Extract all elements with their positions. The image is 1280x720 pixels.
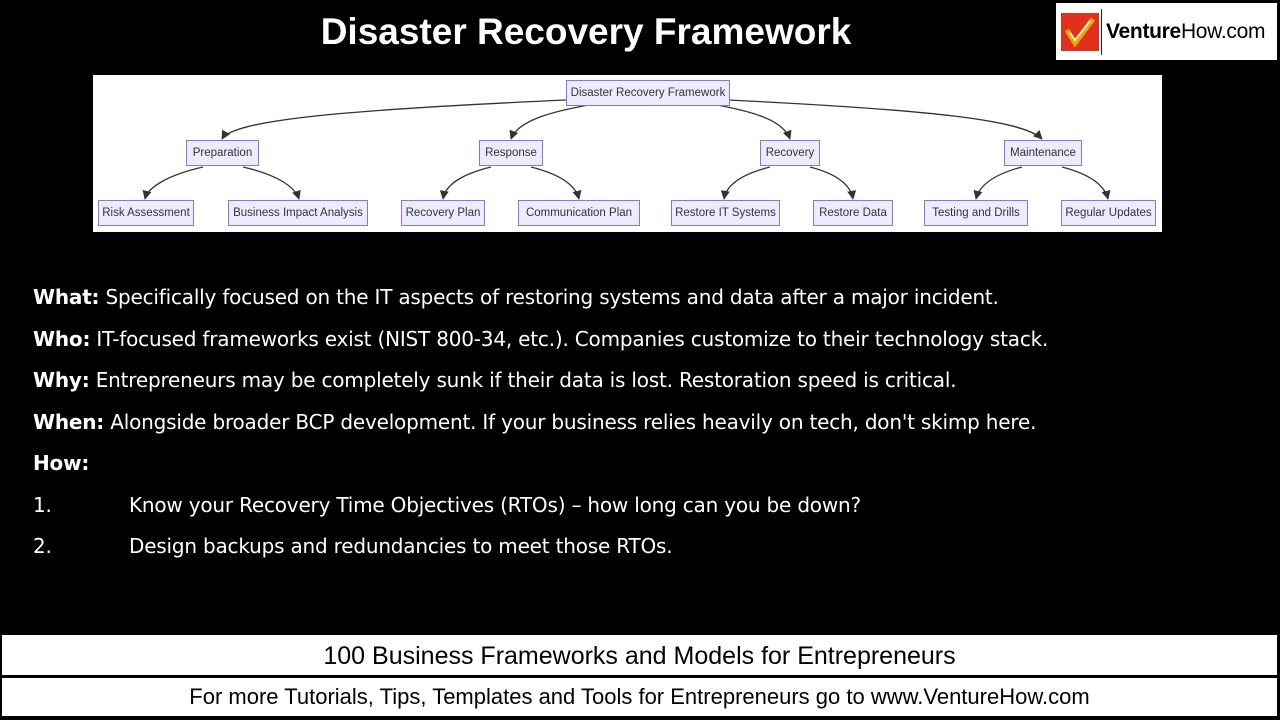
- node-maintenance: Maintenance: [1004, 140, 1082, 166]
- logo-brand-rest: How.com: [1180, 19, 1266, 43]
- step-text: Know your Recovery Time Objectives (RTOs…: [129, 492, 861, 517]
- node-response: Response: [479, 140, 543, 166]
- what-line: What: Specifically focused on the IT asp…: [33, 279, 1263, 321]
- edge-response-plan: [439, 166, 492, 200]
- when-line: When: Alongside broader BCP development.…: [33, 404, 1263, 446]
- edge-recovery-systems: [720, 166, 771, 200]
- edge-root-maintenance: [727, 99, 1043, 140]
- edge-maintenance-updates: [1061, 166, 1111, 200]
- edge-preparation-bia: [242, 166, 301, 200]
- edge-root-recovery: [692, 100, 792, 140]
- who-text: IT-focused frameworks exist (NIST 800-34…: [90, 326, 1049, 351]
- edge-recovery-data: [809, 166, 857, 200]
- node-regular-updates: Regular Updates: [1061, 200, 1156, 226]
- how-step: 1. Know your Recovery Time Objectives (RT…: [33, 487, 1263, 529]
- who-label: Who:: [33, 326, 91, 351]
- node-restore-data: Restore Data: [813, 200, 893, 226]
- step-number: 2.: [33, 534, 52, 558]
- framework-diagram: Disaster Recovery Framework Preparation …: [93, 75, 1162, 232]
- why-line: Why: Entrepreneurs may be completely sun…: [33, 362, 1263, 404]
- edge-root-preparation: [221, 99, 567, 140]
- node-recovery-plan: Recovery Plan: [401, 200, 485, 226]
- why-label: Why:: [33, 368, 90, 392]
- edge-response-comm: [530, 166, 582, 200]
- logo-wordmark: VentureHow.com: [1106, 19, 1266, 44]
- how-label: How:: [33, 451, 90, 475]
- step-number: 1.: [33, 492, 52, 517]
- venturehow-logo[interactable]: VentureHow.com: [1056, 3, 1277, 60]
- checkmark-logo-icon: [1061, 12, 1099, 51]
- node-root: Disaster Recovery Framework: [566, 80, 730, 106]
- edge-preparation-risk: [142, 166, 204, 200]
- when-label: When:: [33, 409, 105, 434]
- how-step: 2. Design backups and redundancies to mee…: [33, 528, 1263, 570]
- series-banner: 100 Business Frameworks and Models for E…: [1, 634, 1278, 676]
- node-business-impact-analysis: Business Impact Analysis: [228, 200, 368, 226]
- node-preparation: Preparation: [186, 140, 259, 166]
- node-testing-and-drills: Testing and Drills: [924, 200, 1028, 226]
- step-text: Design backups and redundancies to meet …: [129, 534, 673, 558]
- page-title: Disaster Recovery Framework: [320, 11, 852, 52]
- what-label: What:: [33, 285, 100, 309]
- edge-root-response: [509, 100, 614, 140]
- how-line: How:: [33, 445, 1263, 487]
- edge-maintenance-drills: [973, 166, 1023, 200]
- node-communication-plan: Communication Plan: [518, 200, 640, 226]
- what-text: Specifically focused on the IT aspects o…: [99, 285, 999, 309]
- who-line: Who: IT-focused frameworks exist (NIST 8…: [33, 321, 1263, 363]
- framework-description: What: Specifically focused on the IT asp…: [33, 279, 1263, 570]
- node-restore-it-systems: Restore IT Systems: [671, 200, 780, 226]
- cta-banner[interactable]: For more Tutorials, Tips, Templates and …: [1, 677, 1278, 717]
- why-text: Entrepreneurs may be completely sunk if …: [89, 368, 957, 392]
- logo-brand-bold: Venture: [1106, 19, 1181, 43]
- logo-divider: [1101, 8, 1102, 55]
- when-text: Alongside broader BCP development. If yo…: [104, 409, 1037, 434]
- node-risk-assessment: Risk Assessment: [98, 200, 194, 226]
- node-recovery: Recovery: [760, 140, 820, 166]
